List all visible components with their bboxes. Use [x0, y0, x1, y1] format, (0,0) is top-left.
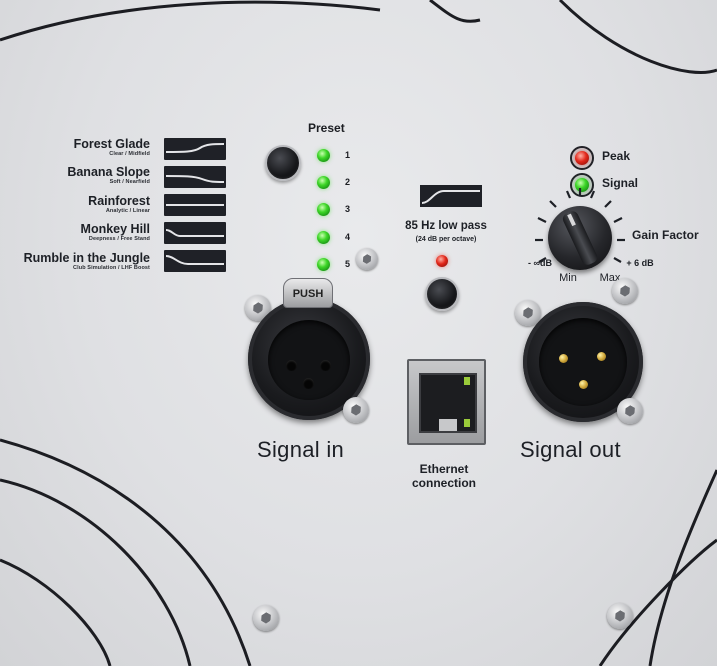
preset-subtitle: Club Simulation / LHF Boost: [73, 265, 150, 271]
preset-number-5: 5: [345, 259, 351, 269]
preset-number-3: 3: [345, 204, 351, 214]
low-pass-curve-icon: [420, 185, 482, 207]
screw-icon: [612, 278, 638, 304]
peak-label: Peak: [602, 149, 631, 163]
screw-icon: [356, 248, 378, 270]
screw-icon: [515, 300, 541, 326]
signal-led-icon: [575, 178, 589, 192]
gain-knob-grip: [560, 209, 600, 267]
low-pass-button[interactable]: [425, 277, 459, 311]
pin-hole-icon: [286, 360, 297, 371]
low-pass-label: 85 Hz low pass: [405, 220, 487, 232]
preset-number-2: 2: [345, 177, 351, 187]
preset-name: Forest Glade: [73, 137, 150, 151]
eq-curve-monkey-hill-icon: [164, 222, 226, 244]
pin-icon: [559, 354, 568, 363]
preset-subtitle: Clear / Midfield: [109, 151, 150, 157]
signal-label: Signal: [602, 176, 639, 190]
peak-led-icon: [575, 151, 589, 165]
ethernet-label-line1: Ethernet: [419, 462, 469, 476]
ethernet-led-bottom-icon: [464, 419, 470, 427]
screw-icon: [253, 605, 279, 631]
screw-icon: [343, 397, 369, 423]
xlr-socket-face: [268, 320, 350, 400]
ethernet-jack: [419, 373, 477, 433]
preset-label-monkey-hill: Monkey Hill Deepness / Free Stand: [0, 223, 150, 243]
gain-knob[interactable]: [548, 206, 612, 270]
peak-led-ring: [570, 146, 594, 170]
eq-curve-forest-glade-icon: [164, 138, 226, 160]
preset-5-led-icon: [317, 258, 330, 271]
preset-subtitle: Soft / Nearfield: [109, 179, 150, 185]
xlr-push-latch[interactable]: PUSH: [283, 278, 333, 308]
preset-name: Rumble in the Jungle: [23, 251, 150, 265]
gain-factor-label: Gain Factor: [632, 228, 699, 242]
ethernet-led-top-icon: [464, 377, 470, 385]
preset-subtitle: Deepness / Free Stand: [88, 236, 150, 242]
pin-icon: [597, 352, 606, 361]
preset-select-button[interactable]: [265, 145, 301, 181]
preset-1-led-icon: [317, 149, 330, 162]
eq-curve-rumble-icon: [164, 250, 226, 272]
eq-curve-banana-slope-icon: [164, 166, 226, 188]
preset-3-led-icon: [317, 203, 330, 216]
screw-icon: [617, 398, 643, 424]
preset-name: Banana Slope: [67, 165, 150, 179]
preset-number-1: 1: [345, 150, 351, 160]
pin-icon: [579, 380, 588, 389]
signal-led-ring: [570, 173, 594, 197]
preset-title: Preset: [308, 121, 345, 135]
xlr-plug-face: [539, 318, 627, 406]
preset-label-rumble-in-the-jungle: Rumble in the Jungle Club Simulation / L…: [0, 252, 150, 272]
screw-icon: [607, 603, 633, 629]
pin-hole-icon: [303, 378, 314, 389]
ethernet-label-line2: connection: [411, 476, 476, 490]
preset-label-forest-glade: Forest Glade Clear / Midfield: [0, 138, 150, 158]
low-pass-led-icon: [436, 255, 448, 267]
signal-out-label: Signal out: [520, 437, 621, 462]
eq-curve-rainforest-icon: [164, 194, 226, 216]
low-pass-sublabel: (24 dB per octave): [415, 236, 477, 243]
preset-name: Rainforest: [88, 194, 150, 208]
preset-4-led-icon: [317, 231, 330, 244]
ethernet-clip: [439, 419, 457, 431]
gain-min-label: Min: [559, 272, 577, 284]
signal-in-label: Signal in: [257, 437, 345, 462]
pin-hole-icon: [320, 360, 331, 371]
preset-label-banana-slope: Banana Slope Soft / Nearfield: [0, 166, 150, 186]
preset-name: Monkey Hill: [80, 222, 150, 236]
ethernet-port[interactable]: [407, 359, 486, 445]
preset-2-led-icon: [317, 176, 330, 189]
gain-max-db-label: + 6 dB: [626, 258, 654, 268]
preset-label-rainforest: Rainforest Analytic / Linear: [0, 195, 150, 215]
preset-subtitle: Analytic / Linear: [105, 208, 150, 214]
gain-min-db-label: - ∞dB: [528, 258, 552, 268]
preset-number-4: 4: [345, 232, 351, 242]
